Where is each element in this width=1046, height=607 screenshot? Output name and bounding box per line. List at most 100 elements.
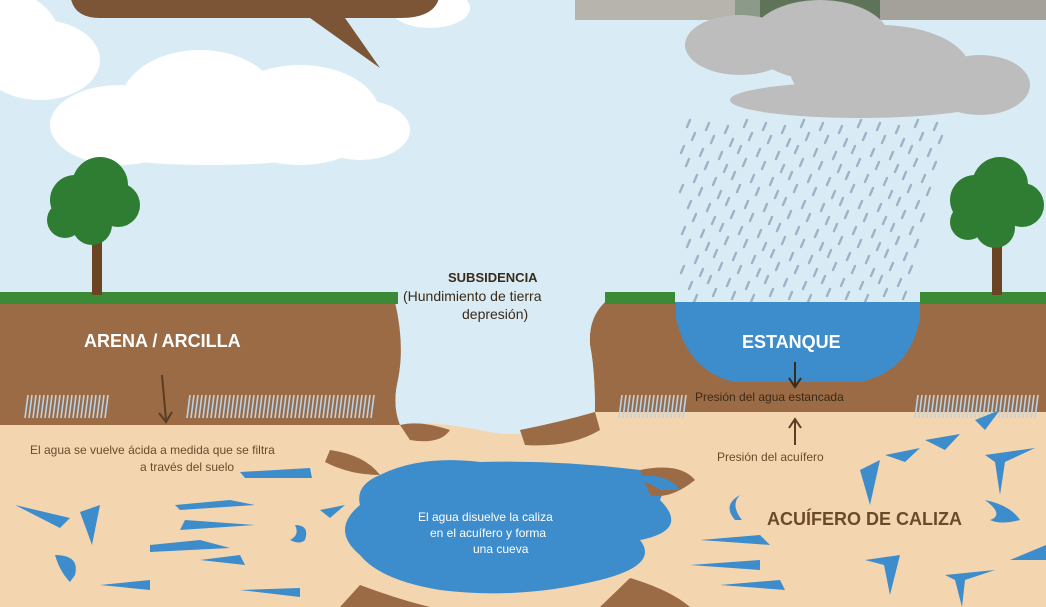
rain-drop: [781, 196, 788, 207]
rain-drop: [717, 150, 724, 161]
seepage-line: [258, 394, 263, 419]
rain-drop: [819, 202, 826, 213]
rain-drop: [755, 267, 762, 278]
rain-drop: [931, 160, 938, 171]
seepage-line: [306, 394, 311, 419]
rain-drop: [679, 144, 686, 155]
tree-icon: [47, 157, 140, 295]
rain-drop: [908, 225, 915, 236]
seepage-line: [48, 394, 53, 419]
rain-drop: [742, 238, 749, 249]
rain-drop: [679, 264, 686, 275]
acid-water-line2: a través del suelo: [140, 460, 235, 474]
rain-drop: [896, 277, 903, 288]
seepage-line: [622, 394, 627, 419]
seepage-line: [634, 394, 639, 419]
rain-drop: [874, 160, 881, 171]
rain-drop: [705, 202, 712, 213]
rain-drop: [839, 277, 846, 288]
rock-fragments: [325, 412, 695, 607]
seepage-line: [618, 394, 623, 419]
seepage-line: [642, 394, 647, 419]
rain-drop: [798, 157, 805, 168]
rain-drop: [709, 134, 716, 145]
rain-drop: [882, 176, 889, 187]
rain-drop: [906, 183, 913, 194]
seepage-line: [962, 394, 967, 419]
rain-drop: [728, 137, 735, 148]
seepage-line: [358, 394, 363, 419]
rain-drop: [882, 287, 889, 298]
seepage-line: [326, 394, 331, 419]
seepage-line: [950, 394, 955, 419]
seepage-line: [350, 394, 355, 419]
seepage-line: [334, 394, 339, 419]
seepage-line: [370, 394, 375, 419]
rain-drop: [813, 228, 820, 239]
rain-drop: [863, 293, 870, 304]
rain-drop: [756, 228, 763, 239]
rain-drop: [768, 176, 775, 187]
seepage-line: [238, 394, 243, 419]
seepage-line: [366, 394, 371, 419]
rain-drop: [850, 264, 857, 275]
rain-drop: [743, 199, 750, 210]
rain-drop: [774, 261, 781, 272]
rain-drop: [766, 134, 773, 145]
rain-drop: [875, 121, 882, 132]
rain-drop: [678, 183, 685, 194]
rain-drop: [769, 248, 776, 259]
rain-drop: [737, 225, 744, 236]
rain-drop: [731, 251, 738, 262]
seepage-line: [270, 394, 275, 419]
rain-drop: [747, 131, 754, 142]
rain-drop: [826, 248, 833, 259]
rain-drop: [691, 212, 698, 223]
seepage-line: [998, 394, 1003, 419]
rain-drop: [837, 124, 844, 135]
sinkhole-gap: [395, 302, 605, 434]
rain-drop: [888, 261, 895, 272]
seepage-line: [626, 394, 631, 419]
seepage-line: [1030, 394, 1035, 419]
rain-drop: [932, 121, 939, 132]
rain-drop: [856, 238, 863, 249]
seepage-line: [278, 394, 283, 419]
rain-drop: [787, 290, 794, 301]
seepage-line: [96, 394, 101, 419]
rain-drop: [881, 215, 888, 226]
seepage-line: [654, 394, 659, 419]
subsidence-desc-line2: depresión): [462, 306, 529, 322]
rain-drop: [811, 186, 818, 197]
rain-drop: [706, 274, 713, 285]
rain-drop: [755, 147, 762, 158]
down-arrow-icon: [158, 374, 173, 424]
rain-drop: [925, 186, 932, 197]
rain-drop: [693, 254, 700, 265]
rain-drop: [788, 251, 795, 262]
seepage-line: [1026, 394, 1031, 419]
rain-drop: [858, 280, 865, 291]
rain-drop: [864, 254, 871, 265]
rain-drop: [825, 176, 832, 187]
seepage-line: [36, 394, 41, 419]
rain-drop: [744, 280, 751, 291]
rain-drop: [844, 290, 851, 301]
rain-drop: [937, 134, 944, 145]
seepage-line: [986, 394, 991, 419]
rain-drop: [812, 267, 819, 278]
rain-drop: [876, 202, 883, 213]
rain-drop: [780, 235, 787, 246]
rain-drop: [680, 225, 687, 236]
seepage-line: [638, 394, 643, 419]
down-arrow-icon: [788, 362, 802, 389]
seepage-line: [942, 394, 947, 419]
rain-drop: [812, 147, 819, 158]
rain-drop: [831, 150, 838, 161]
rain-drop: [869, 267, 876, 278]
grass-middle: [605, 292, 675, 304]
seepage-line: [190, 394, 195, 419]
seepage-line: [92, 394, 97, 419]
pond-label: ESTANQUE: [742, 332, 841, 352]
rain-drop: [685, 118, 692, 129]
